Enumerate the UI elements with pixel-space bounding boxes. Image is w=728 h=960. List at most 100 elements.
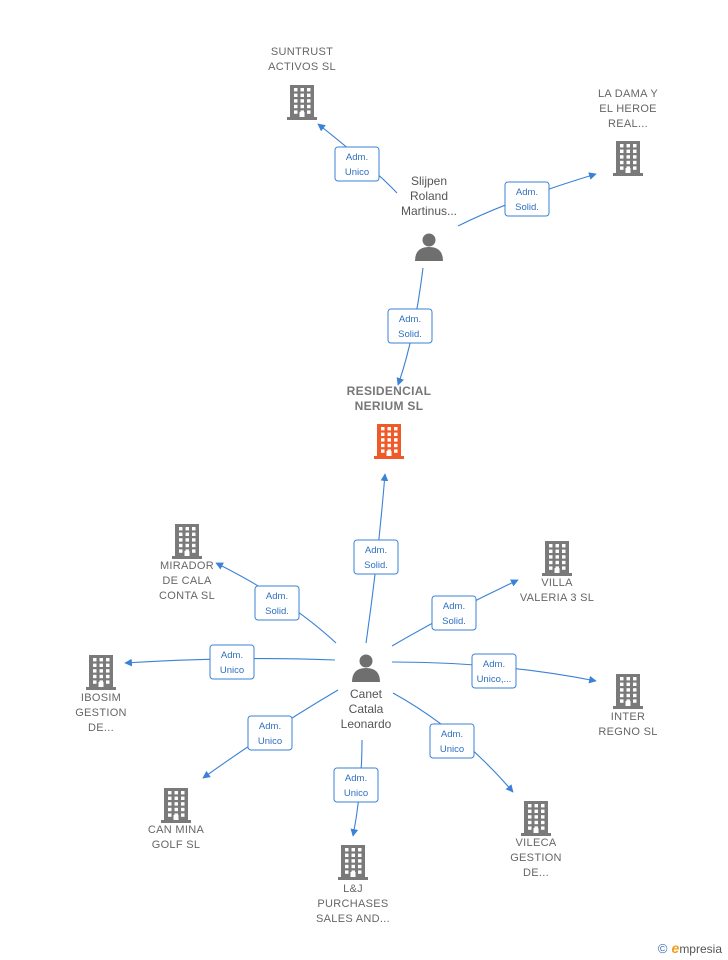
building-icon[interactable] (613, 674, 643, 709)
node-label[interactable]: ACTIVOS SL (268, 61, 336, 73)
role-label-text: Adm. (365, 545, 387, 556)
person-icon[interactable] (352, 654, 380, 683)
node-label[interactable]: Canet (350, 687, 383, 701)
role-label-box[interactable] (247, 715, 293, 751)
node-label[interactable]: CONTA SL (159, 590, 215, 602)
node-ladama[interactable]: LA DAMA Y EL HEROE REAL... (598, 88, 658, 176)
node-label[interactable]: IBOSIM (81, 692, 121, 704)
role-label-text: Adm. (516, 187, 538, 198)
edge-canet-mirador: Adm.Solid. (215, 562, 337, 644)
edge-canet-villa: Adm. Solid. (391, 579, 519, 647)
node-label[interactable]: PURCHASES (317, 898, 388, 910)
role-label-text: Unico,... (477, 674, 512, 685)
brand-name: mpresia (679, 942, 722, 956)
role-label-text: Unico (258, 736, 282, 747)
node-canmina[interactable]: CAN MINA GOLF SL (148, 788, 205, 851)
node-ibosim[interactable]: IBOSIM GESTION DE... (75, 655, 127, 734)
node-label[interactable]: GOLF SL (152, 839, 201, 851)
node-label[interactable]: VILLA (541, 577, 573, 589)
node-villa[interactable]: VILLA VALERIA 3 SL (520, 541, 594, 604)
node-label[interactable]: L&J (343, 883, 363, 895)
node-label[interactable]: REAL... (608, 118, 648, 130)
building-icon[interactable] (287, 85, 317, 120)
role-label-box[interactable] (429, 723, 475, 759)
node-label[interactable]: Martinus... (401, 204, 457, 218)
building-icon[interactable] (521, 801, 551, 836)
role-label-text: Adm. (345, 773, 367, 784)
node-label[interactable]: DE CALA (162, 575, 212, 587)
edge-canet-vileca: Adm. Unico (392, 692, 514, 793)
edge-canet-inter: Adm. Unico,... (391, 653, 597, 689)
role-label-text: Adm. (483, 659, 505, 670)
node-inter[interactable]: INTER REGNO SL (598, 674, 657, 738)
edge-canet-residencial: Adm. Solid. (353, 473, 399, 644)
node-label[interactable]: DE... (88, 722, 114, 734)
role-label-box[interactable] (353, 539, 399, 575)
node-label[interactable]: GESTION (510, 852, 562, 864)
building-icon[interactable] (338, 845, 368, 880)
building-icon[interactable] (542, 541, 572, 576)
role-label-text: Solid. (265, 606, 289, 617)
node-slijpen[interactable]: SlijpenRolandMartinus... (401, 174, 457, 261)
role-label-box[interactable] (471, 653, 517, 689)
building-icon[interactable] (374, 424, 404, 459)
brand-footer: ©empresia (658, 940, 722, 956)
copyright-icon: © (657, 941, 668, 956)
role-label-box[interactable] (504, 181, 550, 217)
node-label[interactable]: SUNTRUST (271, 46, 333, 58)
node-mirador[interactable]: MIRADOR DE CALA CONTA SL (159, 524, 215, 602)
role-label-text: Solid. (398, 329, 422, 340)
role-label-text: Adm. (443, 601, 465, 612)
role-label-text: Unico (344, 788, 368, 799)
edges-layer: Adm.UnicoAdm.Solid.Adm.Solid.Adm.Solid.A… (124, 123, 597, 837)
role-label-box[interactable] (387, 308, 433, 344)
node-label[interactable]: EL HEROE (599, 103, 657, 115)
node-label[interactable]: VILECA (516, 837, 557, 849)
building-icon[interactable] (172, 524, 202, 559)
role-label-text: Solid. (515, 202, 539, 213)
building-icon[interactable] (161, 788, 191, 823)
role-label-text: Adm. (221, 650, 243, 661)
nodes-layer: SUNTRUST ACTIVOS SL LA DAMA Y EL HEROE REAL.… (75, 46, 658, 925)
role-label-box[interactable] (209, 644, 255, 680)
edge-slijpen-suntrust: Adm.Unico (317, 123, 398, 194)
edge-canet-ibosim: Adm. Unico (124, 644, 336, 680)
role-label-box[interactable] (254, 585, 300, 621)
building-icon[interactable] (86, 655, 116, 690)
node-label[interactable]: SALES AND... (316, 913, 390, 925)
role-label-text: Solid. (442, 616, 466, 627)
node-label[interactable]: Leonardo (341, 717, 392, 731)
person-icon[interactable] (415, 233, 443, 262)
role-label-text: Solid. (364, 560, 388, 571)
role-label-text: Unico (440, 744, 464, 755)
node-vileca[interactable]: VILECA GESTION DE... (510, 801, 562, 879)
building-icon[interactable] (613, 141, 643, 176)
role-label-box[interactable] (334, 146, 380, 182)
node-lj[interactable]: L&J PURCHASES SALES AND... (316, 845, 390, 925)
node-label[interactable]: VALERIA 3 SL (520, 592, 594, 604)
node-label[interactable]: REGNO SL (598, 726, 657, 738)
role-label-text: Unico (345, 167, 369, 178)
node-label[interactable]: DE... (523, 867, 549, 879)
node-label[interactable]: CAN MINA (148, 824, 205, 836)
role-label-text: Adm. (441, 729, 463, 740)
role-label-text: Unico (220, 665, 244, 676)
role-label-box[interactable] (333, 767, 379, 803)
node-label[interactable]: GESTION (75, 707, 127, 719)
node-label[interactable]: INTER (611, 711, 646, 723)
edge-canet-canmina: Adm.Unico (202, 689, 339, 779)
node-label[interactable]: Slijpen (411, 174, 447, 188)
node-label[interactable]: Catala (349, 702, 384, 716)
node-label[interactable]: LA DAMA Y (598, 88, 658, 100)
node-label[interactable]: NERIUM SL (355, 399, 424, 413)
node-label[interactable]: RESIDENCIAL (347, 384, 432, 398)
role-label-text: Adm. (399, 314, 421, 325)
edge-slijpen-ladama: Adm. Solid. (457, 172, 597, 227)
node-label[interactable]: MIRADOR (160, 560, 214, 572)
node-suntrust[interactable]: SUNTRUST ACTIVOS SL (268, 46, 336, 120)
role-label-box[interactable] (431, 595, 477, 631)
node-label[interactable]: Roland (410, 189, 448, 203)
